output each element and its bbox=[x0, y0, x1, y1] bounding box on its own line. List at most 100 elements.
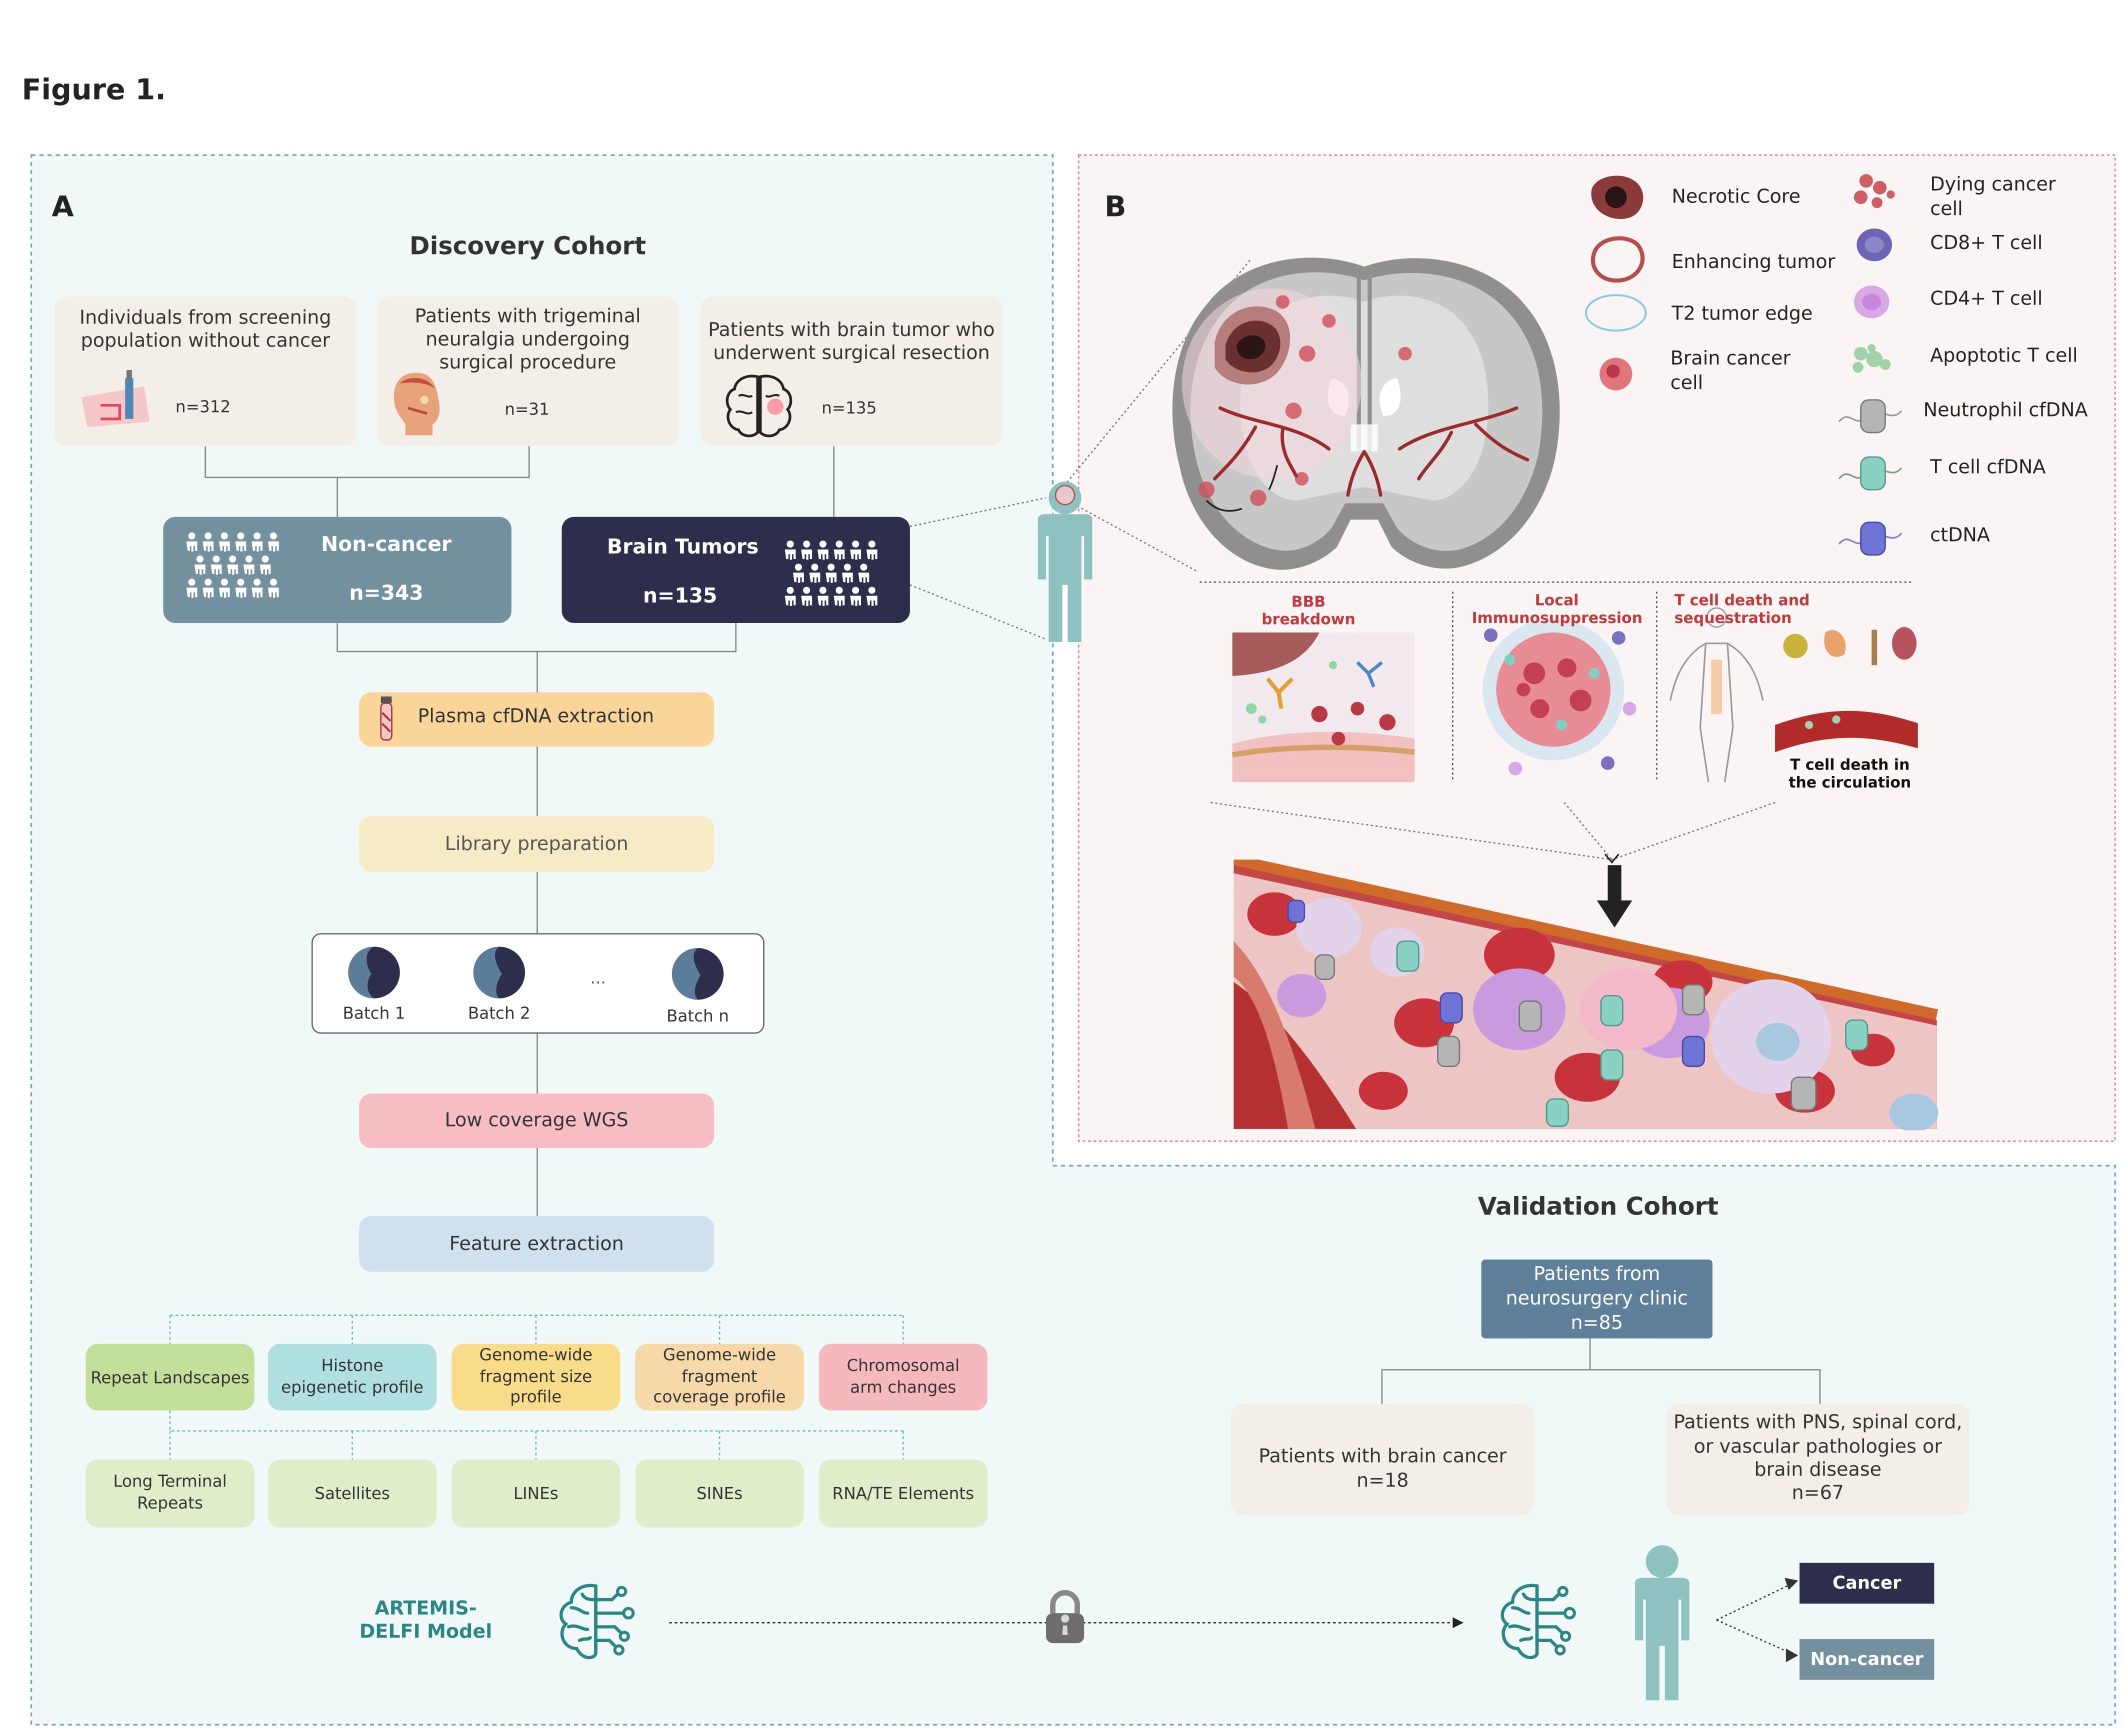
step-cfdna-extraction bbox=[359, 692, 714, 747]
tcell-death-illustration bbox=[1670, 607, 1918, 782]
batch-1-label: Batch 1 bbox=[342, 1004, 406, 1023]
blood-tube-icon bbox=[380, 696, 392, 741]
batch-ellipsis: ... bbox=[590, 968, 606, 988]
step-low-coverage-wgs: Low coverage WGS bbox=[359, 1094, 714, 1148]
dying-cancer-cell-icon bbox=[1854, 174, 1895, 208]
source-n-tumor: n=135 bbox=[822, 398, 877, 418]
mechanism-bbb: BBB breakdown bbox=[1262, 593, 1356, 629]
mechanism-immunosuppression: Local Immunosuppression bbox=[1472, 592, 1642, 628]
source-n-screening: n=312 bbox=[175, 397, 231, 416]
head-anatomy-icon bbox=[394, 372, 440, 436]
brain-cancer-box bbox=[1230, 1404, 1534, 1516]
feature-repeat-landscapes: Repeat Landscapes bbox=[86, 1344, 254, 1411]
circulation-label: T cell death in the circulation bbox=[1788, 756, 1912, 792]
source-label-screening: Individuals from screening population wi… bbox=[79, 307, 332, 352]
repeat-rna-te: RNA/TE Elements bbox=[818, 1459, 988, 1528]
down-arrow-icon bbox=[1596, 865, 1632, 928]
feature-fragment-size: Genome-wide fragment size profile bbox=[452, 1344, 620, 1411]
mechanism-tcell-death: T cell death and sequestration bbox=[1674, 592, 1810, 628]
other-pathology-box bbox=[1666, 1404, 1970, 1516]
ctdna-icon bbox=[1838, 522, 1902, 556]
brain-coronal-illustration bbox=[1172, 258, 1560, 570]
panel-a-letter: A bbox=[52, 190, 74, 224]
batch-n-label: Batch n bbox=[666, 1006, 729, 1026]
legend-cd8: CD8+ T cell bbox=[1930, 232, 2043, 254]
feature-fragment-coverage: Genome-wide fragment coverage profile bbox=[635, 1344, 804, 1411]
step-feature-extraction: Feature extraction bbox=[359, 1216, 714, 1272]
brain-outline-icon bbox=[726, 374, 792, 438]
figure-title: Figure 1. bbox=[22, 73, 166, 106]
immunosuppression-illustration bbox=[1482, 618, 1636, 776]
model-label: ARTEMIS-DELFI Model bbox=[359, 1598, 492, 1644]
lock-icon bbox=[1046, 1590, 1084, 1644]
legend-tcell-cfdna: T cell cfDNA bbox=[1930, 457, 2046, 479]
t2-edge-icon bbox=[1584, 294, 1647, 332]
validation-cohort-title: Validation Cohort bbox=[1478, 1192, 1719, 1222]
step-cfdna-extraction-label: Plasma cfDNA extraction bbox=[418, 706, 654, 728]
legend-t2-edge: T2 tumor edge bbox=[1672, 303, 1813, 326]
blood-vessel-illustration bbox=[1234, 860, 1938, 1130]
legend-ctdna: ctDNA bbox=[1930, 525, 1990, 547]
batch-2-label: Batch 2 bbox=[468, 1004, 530, 1023]
clinic-box bbox=[1481, 1260, 1712, 1338]
other-pathology-label: Patients with PNS, spinal cord, or vascu… bbox=[1673, 1412, 1962, 1482]
batch-1-icon bbox=[348, 946, 400, 998]
source-box-tumor bbox=[700, 296, 1002, 446]
step-library-preparation: Library preparation bbox=[359, 816, 714, 872]
validation-patient-figure bbox=[1634, 1545, 1690, 1700]
repeat-satellites: Satellites bbox=[268, 1459, 437, 1528]
panel-b-letter: B bbox=[1104, 190, 1126, 224]
model-brain-circuit-icon bbox=[560, 1584, 635, 1660]
feature-chromosomal-arm: Chromosomal arm changes bbox=[818, 1344, 988, 1411]
apoptotic-t-cell-icon bbox=[1852, 344, 1891, 373]
legend-brain-cancer-cell: Brain cancer cell bbox=[1670, 348, 1791, 394]
blood-draw-icon bbox=[82, 370, 150, 428]
source-label-trigeminal: Patients with trigeminal neuralgia under… bbox=[414, 306, 641, 374]
step-feature-extraction-label: Feature extraction bbox=[449, 1233, 624, 1255]
legend-dying-cancer-cell: Dying cancer cell bbox=[1930, 174, 2056, 220]
clinic-label: Patients from neurosurgery clinic bbox=[1506, 1264, 1688, 1310]
enhancing-tumor-icon bbox=[1590, 236, 1645, 283]
legend-enhancing-tumor: Enhancing tumor bbox=[1672, 252, 1836, 274]
step-low-coverage-wgs-label: Low coverage WGS bbox=[444, 1110, 628, 1132]
repeat-lines: LINEs bbox=[452, 1459, 620, 1528]
legend-neutrophil-cfdna: Neutrophil cfDNA bbox=[1923, 400, 2088, 422]
necrotic-core-icon bbox=[1591, 176, 1644, 220]
tcell-cfdna-icon bbox=[1838, 456, 1902, 490]
batch-icons bbox=[348, 946, 724, 1000]
legend-apoptotic: Apoptotic T cell bbox=[1930, 345, 2078, 368]
outcome-noncancer: Non-cancer bbox=[1800, 1639, 1934, 1680]
outcome-cancer: Cancer bbox=[1800, 1562, 1934, 1604]
brain-cancer-n: n=18 bbox=[1356, 1470, 1409, 1492]
mechanism-strip bbox=[1200, 581, 1918, 782]
repeat-sines: SINEs bbox=[635, 1459, 804, 1528]
patient-figure bbox=[1038, 482, 1092, 642]
clinic-n: n=85 bbox=[1570, 1312, 1623, 1334]
source-label-tumor: Patients with brain tumor who underwent … bbox=[708, 320, 995, 365]
noncancer-group-label: Non-cancer bbox=[321, 532, 452, 556]
batch-n-icon bbox=[672, 948, 724, 1000]
batch-2-icon bbox=[473, 946, 526, 998]
noncancer-group-n: n=343 bbox=[349, 580, 424, 606]
cd8-t-cell-icon bbox=[1856, 228, 1892, 262]
validation-brain-circuit-icon bbox=[1500, 1584, 1576, 1660]
legend-cd4: CD4+ T cell bbox=[1930, 288, 2043, 310]
step-library-preparation-label: Library preparation bbox=[444, 833, 628, 855]
tumor-group-label: Brain Tumors bbox=[606, 534, 759, 560]
brain-cancer-cell-icon bbox=[1600, 358, 1632, 390]
cd4-t-cell-icon bbox=[1854, 286, 1890, 318]
tumor-group-n: n=135 bbox=[642, 584, 718, 608]
legend-necrotic-core: Necrotic Core bbox=[1672, 186, 1801, 208]
feature-histone-profile: Histone epigenetic profile bbox=[268, 1344, 437, 1411]
source-n-trigeminal: n=31 bbox=[504, 400, 550, 419]
bbb-illustration bbox=[1232, 632, 1415, 782]
discovery-cohort-title: Discovery Cohort bbox=[409, 232, 646, 262]
repeat-ltr: Long Terminal Repeats bbox=[86, 1459, 254, 1528]
brain-cancer-label: Patients with brain cancer bbox=[1258, 1446, 1507, 1468]
neutrophil-cfdna-icon bbox=[1838, 399, 1902, 434]
other-pathology-n: n=67 bbox=[1792, 1482, 1844, 1504]
